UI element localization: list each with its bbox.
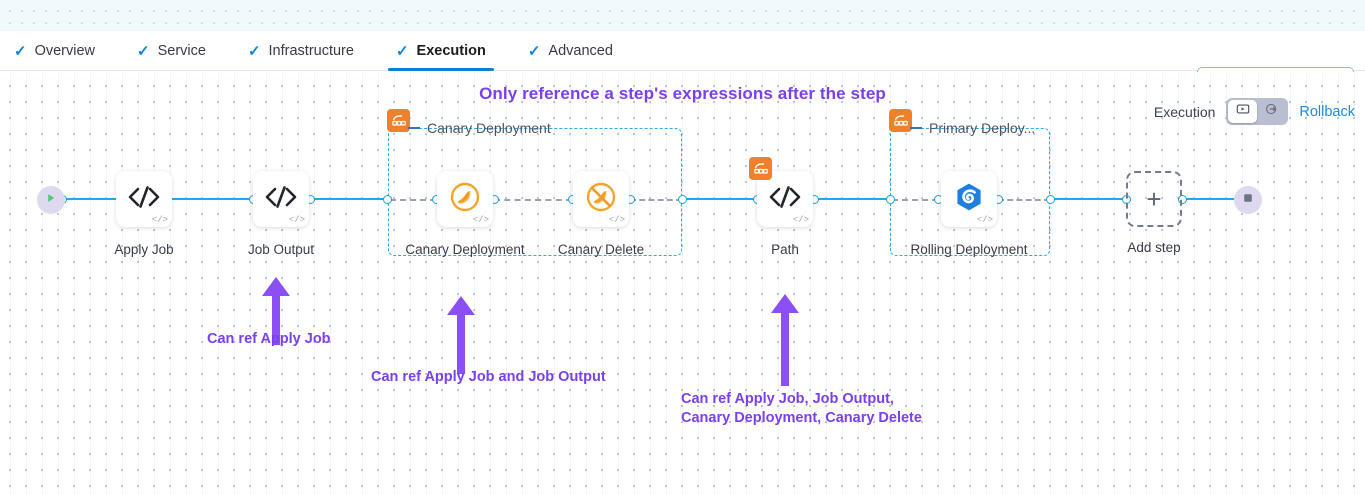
rollback-arrow-icon — [1265, 102, 1279, 121]
stop-icon — [1242, 191, 1254, 209]
step-label-job-output: Job Output — [247, 242, 315, 257]
step-label-canary-deployment: Canary Deployment — [405, 242, 525, 257]
pipeline-start-node[interactable] — [37, 186, 65, 214]
connector-dot[interactable] — [1178, 195, 1187, 204]
pipeline-end-node[interactable] — [1234, 186, 1262, 214]
connector-dot[interactable] — [886, 195, 895, 204]
step-node-canary-delete[interactable]: </> — [573, 171, 629, 227]
group-title-label: Canary Deployment — [427, 120, 551, 136]
check-icon: ✓ — [247, 42, 261, 60]
connector-canary-delete-to-group-out — [630, 199, 682, 201]
annotation-text-path: Can ref Apply Job, Job Output, Canary De… — [681, 391, 922, 426]
step-node-apply-job[interactable]: </> — [116, 171, 172, 227]
collapse-icon[interactable] — [408, 127, 420, 129]
connector-rolling-to-primary-out — [998, 199, 1050, 201]
execution-play-icon — [1236, 102, 1250, 121]
rolling-deployment-icon — [953, 181, 985, 218]
group-header-primary-deployment[interactable]: Primary Deploy... — [907, 120, 1038, 136]
code-type-indicator: </> — [151, 215, 168, 225]
tab-execution[interactable]: ✓ Execution — [387, 31, 500, 71]
step-group-icon — [387, 109, 410, 132]
step-label-canary-delete: Canary Delete — [557, 242, 645, 257]
connector-add-step-to-end — [1182, 198, 1248, 200]
tab-label: Overview — [34, 43, 96, 59]
connector-dot[interactable] — [1046, 195, 1055, 204]
code-icon — [127, 185, 161, 214]
step-group-icon — [889, 109, 912, 132]
annotation-arrow-canary-deployment — [443, 296, 479, 379]
code-icon — [264, 185, 298, 214]
group-primary-deployment[interactable]: Primary Deploy... — [889, 109, 1050, 256]
step-label-path: Path — [771, 242, 799, 257]
tab-infrastructure[interactable]: ✓ Infrastructure — [248, 31, 368, 71]
add-step-label: Add step — [1127, 240, 1181, 255]
step-label-rolling-deployment: Rolling Deployment — [910, 242, 1028, 257]
check-icon: ✓ — [14, 42, 27, 60]
step-node-path[interactable]: </> — [749, 157, 813, 227]
tab-label: Service — [157, 43, 206, 59]
step-node-job-output[interactable]: </> — [253, 171, 309, 227]
annotation-arrow-apply-job — [258, 277, 294, 350]
toggle-execution-segment[interactable] — [1228, 100, 1258, 123]
group-title-label: Primary Deploy... — [929, 120, 1036, 136]
step-node-canary-deployment[interactable]: </> — [437, 171, 493, 227]
check-icon: ✓ — [527, 42, 541, 60]
execution-label: Execution — [1153, 103, 1216, 120]
annotation-arrow-path — [767, 294, 803, 391]
connector-dot[interactable] — [678, 195, 687, 204]
connector-dot[interactable] — [383, 195, 392, 204]
step-label-apply-job: Apply Job — [114, 242, 174, 257]
annotation-text-canary-deployment: Can ref Apply Job and Job Output — [371, 369, 606, 385]
add-step-button[interactable]: + — [1126, 171, 1182, 227]
tab-list: ✓ Overview ✓ Service ✓ Infrastructure ✓ … — [14, 31, 655, 71]
group-header-canary-deployment[interactable]: Canary Deployment — [405, 120, 554, 136]
connector-primary-in-to-rolling — [892, 199, 938, 201]
pipeline-canvas[interactable] — [0, 72, 1365, 495]
top-dotted-strip — [0, 0, 1365, 31]
rollback-link[interactable]: Rollback — [1299, 103, 1355, 120]
group-canary-deployment[interactable]: Canary Deployment — [387, 109, 682, 256]
tab-advanced[interactable]: ✓ Advanced — [528, 31, 627, 71]
connector-job-output-to-group — [310, 198, 388, 200]
code-icon — [768, 185, 802, 214]
banner-title: Only reference a step's expressions afte… — [479, 84, 886, 103]
tab-label: Infrastructure — [268, 43, 354, 59]
canary-delete-icon — [584, 180, 618, 219]
code-type-indicator: </> — [792, 215, 809, 225]
connector-primary-out-to-add-step — [1050, 198, 1126, 200]
tab-label: Advanced — [548, 43, 613, 59]
execution-toolbar: Execution Rollback — [1154, 98, 1355, 125]
pipeline-graph: Canary Deployment Primary Deploy... — [0, 72, 1365, 495]
toggle-rollback-segment[interactable] — [1257, 100, 1286, 123]
check-icon: ✓ — [395, 42, 409, 60]
play-icon — [45, 191, 57, 209]
connector-group-in-to-canary-deployment — [390, 199, 436, 201]
annotation-text-apply-job: Can ref Apply Job — [207, 331, 331, 347]
collapse-icon[interactable] — [910, 127, 922, 129]
check-icon: ✓ — [137, 42, 150, 60]
code-type-indicator: </> — [608, 215, 625, 225]
plus-icon: + — [1146, 183, 1162, 214]
code-type-indicator: </> — [288, 215, 305, 225]
connector-path-to-primary-group — [814, 198, 892, 200]
code-type-indicator: </> — [472, 215, 489, 225]
execution-rollback-toggle[interactable] — [1226, 98, 1289, 125]
tab-label: Execution — [416, 43, 486, 59]
tab-overview[interactable]: ✓ Overview — [14, 31, 109, 71]
connector-group-out-to-path — [682, 198, 758, 200]
code-type-indicator: </> — [976, 215, 993, 225]
step-group-icon — [749, 157, 772, 180]
tab-service[interactable]: ✓ Service — [137, 31, 220, 71]
step-node-rolling-deployment[interactable]: </> — [941, 171, 997, 227]
connector-canary-deployment-to-delete — [494, 199, 572, 201]
tab-bar: ✓ Overview ✓ Service ✓ Infrastructure ✓ … — [0, 31, 1365, 95]
canary-bird-icon — [448, 180, 482, 219]
